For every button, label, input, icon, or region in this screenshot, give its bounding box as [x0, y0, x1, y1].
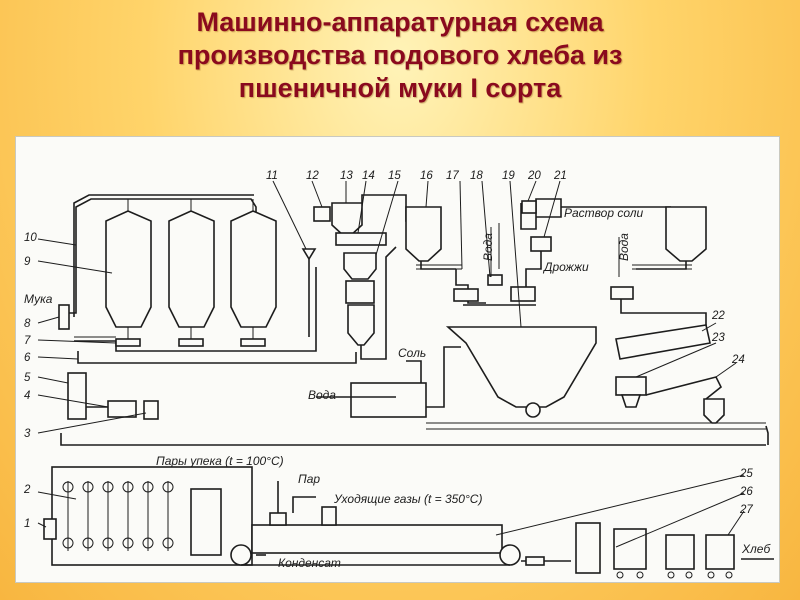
flour-intake: [58, 194, 357, 364]
label-kondensat: Конденсат: [278, 556, 341, 570]
item-number-4: 4: [24, 390, 30, 402]
title-line-3: пшеничной муки I сорта: [238, 73, 562, 103]
label-voda-vertical-1: Вода: [481, 233, 495, 261]
item-number-17: 17: [446, 170, 459, 182]
title-line-2: производства подового хлеба из: [177, 40, 623, 70]
item-number-15: 15: [388, 170, 401, 182]
salt-solution: [67, 346, 461, 420]
item-number-7: 7: [24, 335, 31, 347]
proofing-cabinet: [43, 466, 253, 566]
item-number-24: 24: [731, 354, 745, 366]
item-number-2: 2: [23, 484, 31, 496]
item-number-21: 21: [553, 170, 567, 182]
item-number-12: 12: [306, 170, 319, 182]
label-voda-vertical-2: Вода: [617, 233, 631, 261]
item-number-22: 22: [711, 310, 725, 322]
label-par: Пар: [298, 472, 320, 486]
item-number-6: 6: [24, 352, 31, 364]
item-number-26: 26: [739, 486, 753, 498]
process-scheme: Мука Соль Вода Вода Вода Раствор соли Др…: [15, 136, 780, 583]
label-khleb: Хлеб: [741, 542, 771, 556]
item-number-8: 8: [24, 318, 31, 330]
tunnel-oven: [230, 481, 571, 566]
item-number-10: 10: [24, 232, 37, 244]
item-number-20: 20: [527, 170, 541, 182]
item-number-23: 23: [711, 332, 725, 344]
item-number-11: 11: [266, 170, 278, 182]
leader-lines: [37, 180, 745, 548]
transfer-line: [60, 433, 766, 446]
item-number-3: 3: [24, 428, 31, 440]
slide-title: Машинно-аппаратурная схема производства …: [0, 6, 800, 105]
item-number-25: 25: [739, 468, 753, 480]
label-ukhodyashchie-gazy: Уходящие газы (t = 350°С): [333, 492, 482, 506]
label-voda: Вода: [308, 388, 336, 402]
item-number-18: 18: [470, 170, 483, 182]
item-number-13: 13: [340, 170, 353, 182]
item-number-1: 1: [24, 518, 30, 530]
item-number-9: 9: [24, 256, 31, 268]
item-numbers: 1 2 3 4 5 6 7 8 9 10 11 12 13 14 15 16 1…: [23, 170, 753, 530]
dough-preparation: [405, 198, 671, 418]
diagram-labels: Мука Соль Вода Вода Вода Раствор соли Др…: [24, 206, 771, 570]
item-number-14: 14: [362, 170, 375, 182]
flour-processing: [301, 194, 421, 360]
title-line-1: Машинно-аппаратурная схема: [196, 7, 604, 37]
label-muka: Мука: [24, 292, 53, 306]
label-sol: Соль: [398, 346, 426, 360]
label-rastvor-soli: Раствор соли: [564, 206, 644, 220]
dough-dividing: [426, 206, 769, 445]
scheme-drawing: Мука Соль Вода Вода Вода Раствор соли Др…: [23, 170, 774, 579]
flour-silos: [105, 199, 277, 347]
item-number-27: 27: [739, 504, 753, 516]
label-pary-upeka: Пары упека (t = 100°С): [156, 454, 284, 468]
item-number-19: 19: [502, 170, 515, 182]
label-drozhzhi: Дрожжи: [542, 260, 589, 274]
item-number-16: 16: [420, 170, 433, 182]
bread-storage: [575, 522, 774, 579]
item-number-5: 5: [24, 372, 31, 384]
